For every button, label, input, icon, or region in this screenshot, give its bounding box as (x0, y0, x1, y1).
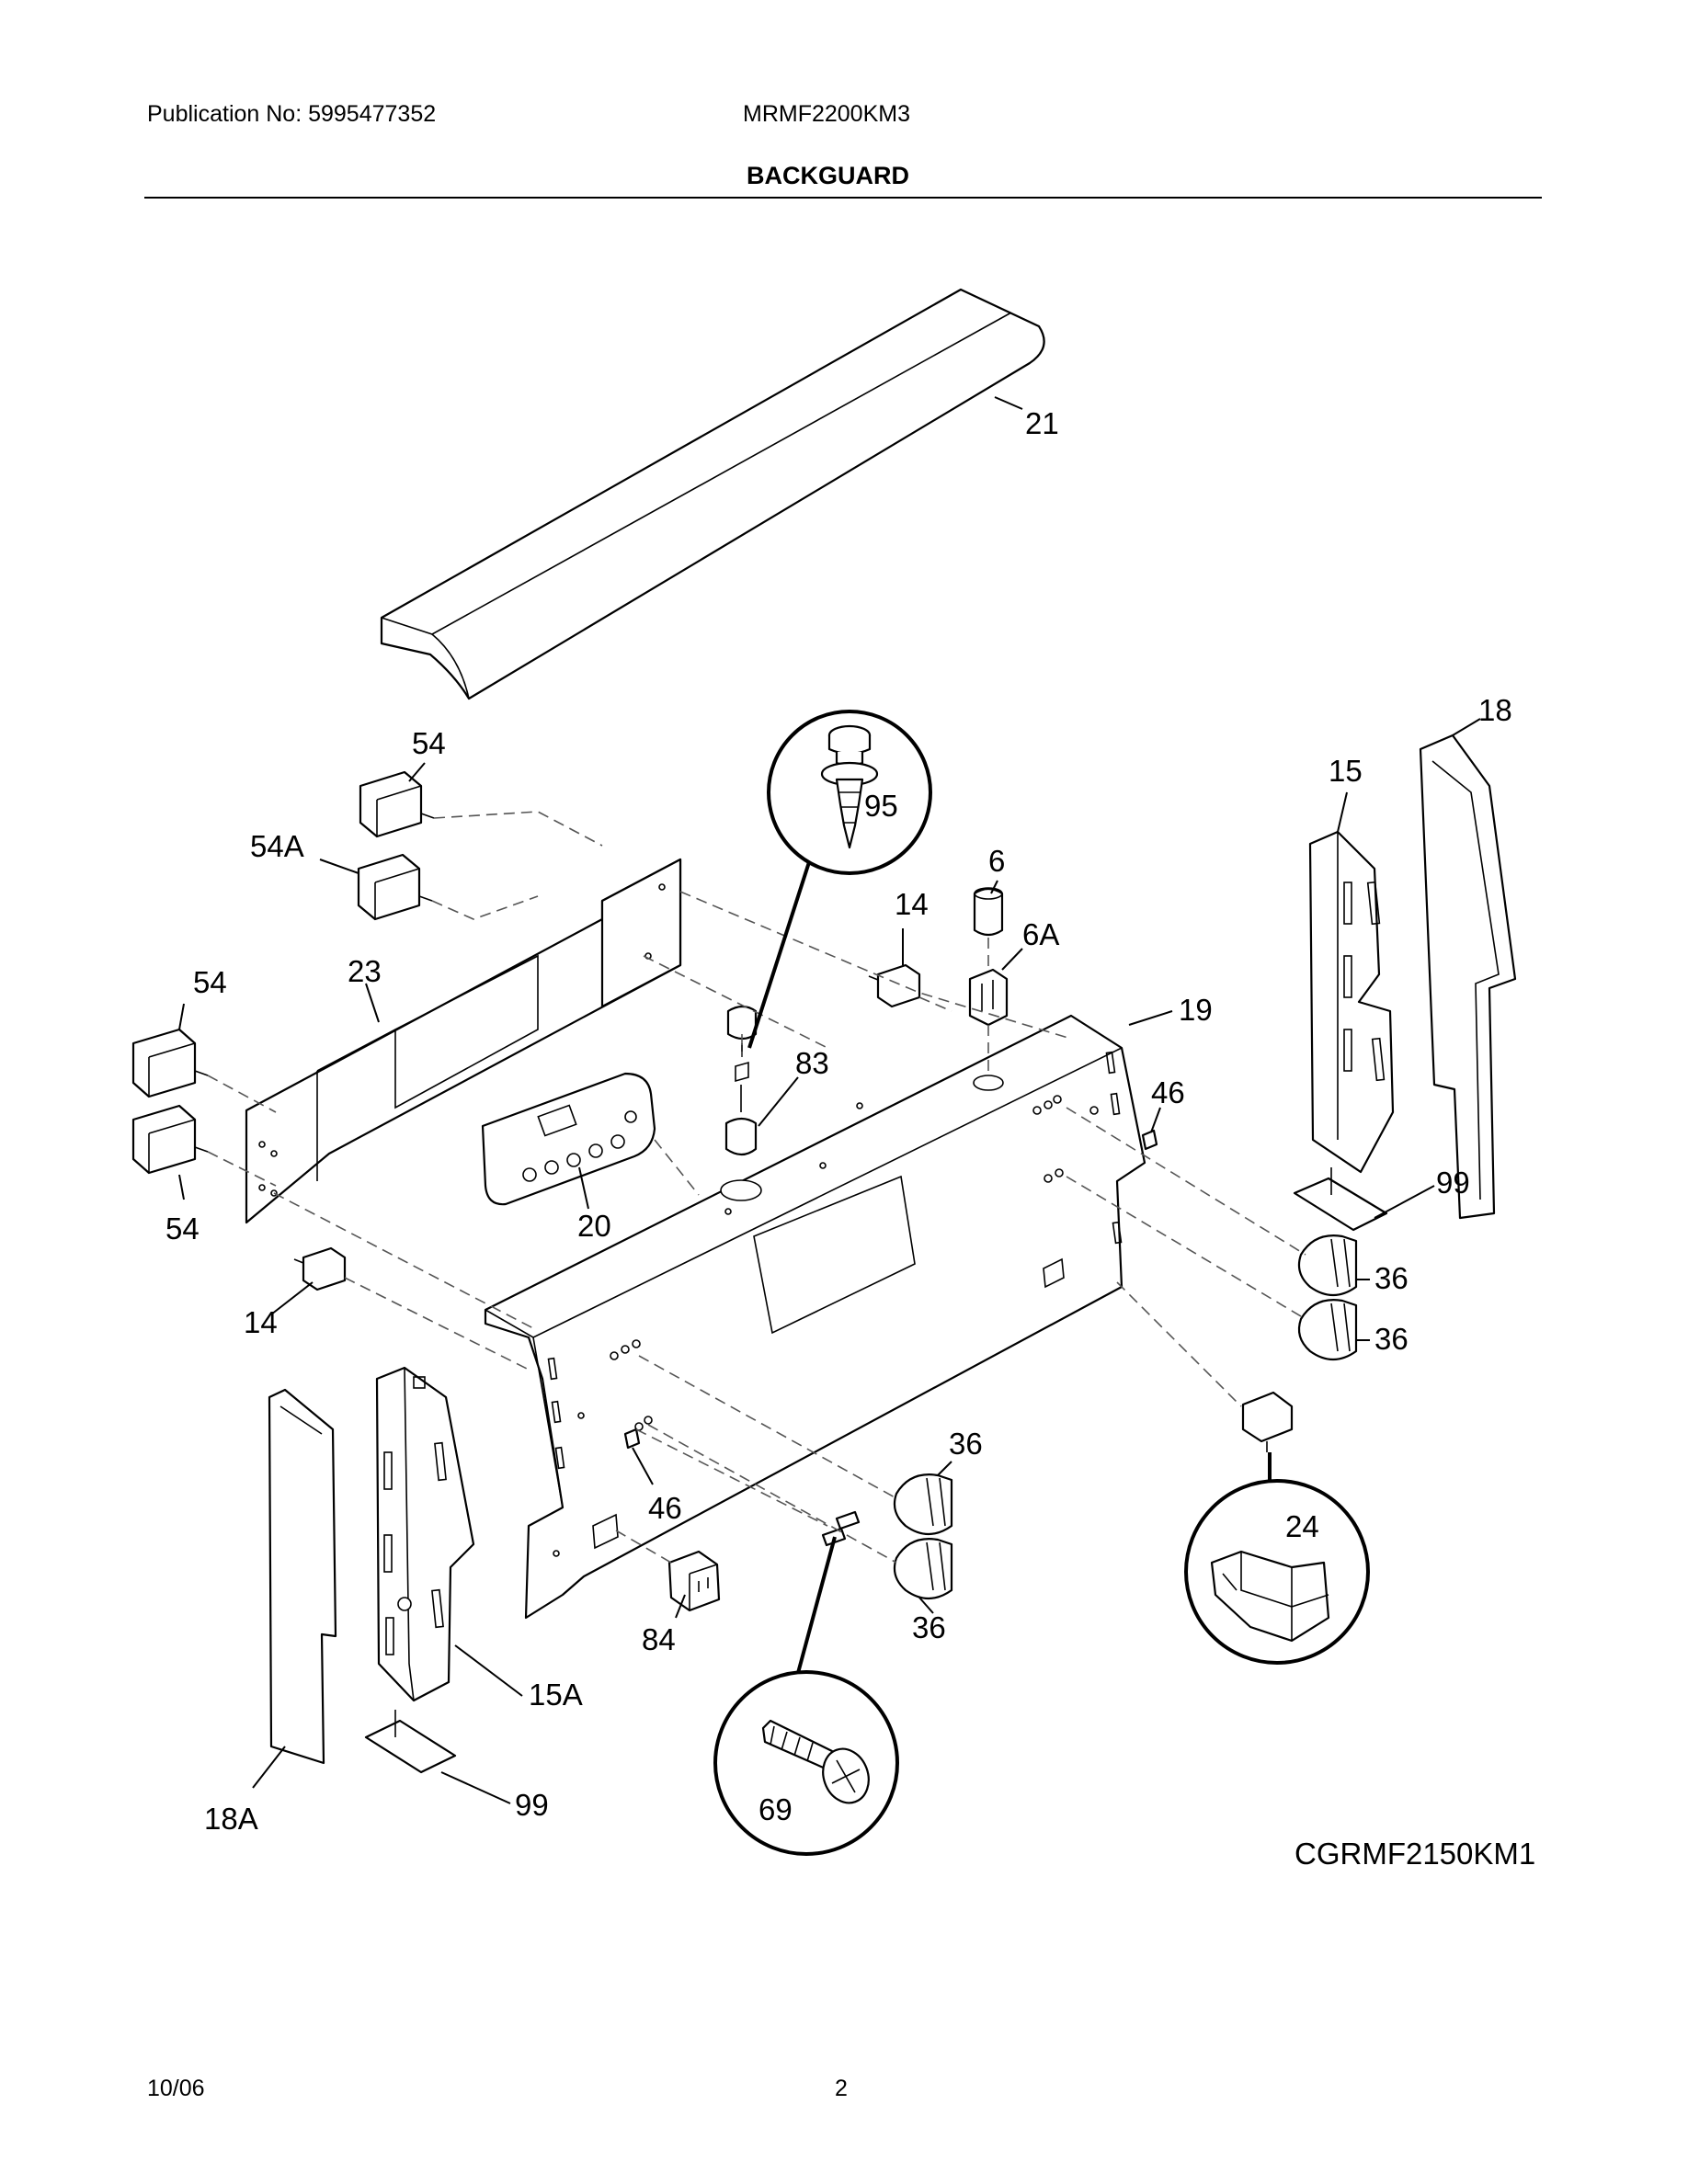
callout-99: 99 (515, 1788, 549, 1822)
callout-36: 36 (949, 1427, 983, 1461)
part-46-screw-right (1141, 1129, 1158, 1151)
part-6a-lamp-socket (968, 968, 1009, 1027)
callout-6a: 6A (1022, 917, 1059, 951)
part-23-control-bracket (245, 858, 682, 1224)
part-99-plate-right (1293, 1167, 1388, 1232)
callout-36: 36 (912, 1610, 946, 1644)
callout-15: 15 (1329, 754, 1363, 788)
detail-circle-69 (713, 1536, 899, 1856)
callout-36: 36 (1374, 1322, 1409, 1356)
callout-24: 24 (1285, 1509, 1319, 1543)
part-99-plate-left (364, 1710, 457, 1774)
part-19-backguard-panel (484, 1014, 1146, 1620)
callout-54: 54 (193, 965, 227, 999)
diagram-code: CGRMF2150KM1 (1295, 1837, 1535, 1871)
part-36-knob-right-lower (1297, 1299, 1358, 1361)
part-18a-side-trim-left (268, 1388, 337, 1765)
part-69-screws (821, 1510, 861, 1547)
publication-number: Publication No: 5995477352 (147, 101, 437, 127)
part-54a-terminal-block (357, 853, 433, 921)
part-36-knob-center-upper (893, 1473, 953, 1536)
part-84-outlet (667, 1550, 721, 1612)
callout-6: 6 (988, 844, 1005, 878)
section-title: BACKGUARD (747, 162, 909, 189)
callout-83: 83 (795, 1046, 829, 1080)
callout-54: 54 (412, 726, 446, 760)
part-36-knob-center-lower (893, 1538, 953, 1600)
callout-84: 84 (642, 1622, 676, 1656)
part-20-electronic-control (481, 1072, 656, 1206)
part-6-indicator-lamp (973, 887, 1004, 937)
callout-19: 19 (1179, 993, 1213, 1027)
callout-46: 46 (648, 1491, 682, 1525)
callout-20: 20 (577, 1209, 611, 1243)
page-number: 2 (835, 2076, 848, 2101)
callout-14: 14 (244, 1305, 278, 1339)
part-18-side-trim-right (1419, 734, 1517, 1220)
callout-15a: 15A (529, 1678, 583, 1712)
part-46-screw-left (623, 1428, 641, 1450)
callout-95: 95 (864, 789, 898, 823)
model-number: MRMF2200KM3 (743, 101, 910, 127)
callout-18: 18 (1478, 693, 1512, 727)
leader-lines (178, 396, 1481, 1804)
callout-54a: 54A (250, 829, 304, 863)
footer-date: 10/06 (147, 2076, 205, 2101)
assembly-lines (207, 811, 1306, 1564)
callout-36: 36 (1374, 1261, 1409, 1295)
detail-circle-24 (1184, 1452, 1370, 1665)
callout-46: 46 (1151, 1075, 1185, 1109)
part-15a-side-bracket-left (375, 1366, 475, 1702)
part-24-rocker-switch (1241, 1391, 1294, 1452)
callout-23: 23 (348, 954, 382, 988)
part-36-knob-right-upper (1297, 1234, 1358, 1297)
callout-21: 21 (1025, 406, 1059, 440)
part-14-switch-lower (293, 1246, 347, 1291)
part-15-side-bracket-right (1308, 830, 1395, 1174)
callout-18a: 18A (204, 1802, 258, 1836)
callout-99: 99 (1436, 1166, 1470, 1200)
callout-labels: 21 18 15 54 54A 54 54 23 95 6 6A 14 19 8… (165, 406, 1535, 1871)
callout-14: 14 (895, 887, 929, 921)
header-divider (144, 197, 1542, 199)
part-54-terminal-block-top (359, 770, 435, 838)
part-54-terminal-block-low (131, 1104, 209, 1175)
part-21-top-trim (380, 288, 1045, 700)
detail-circle-95 (747, 710, 932, 1049)
part-83-fitting (724, 1005, 758, 1156)
callout-54: 54 (165, 1211, 200, 1246)
callout-69: 69 (758, 1792, 793, 1826)
part-14-switch-upper (868, 963, 921, 1008)
part-54-terminal-block-mid (131, 1028, 209, 1098)
